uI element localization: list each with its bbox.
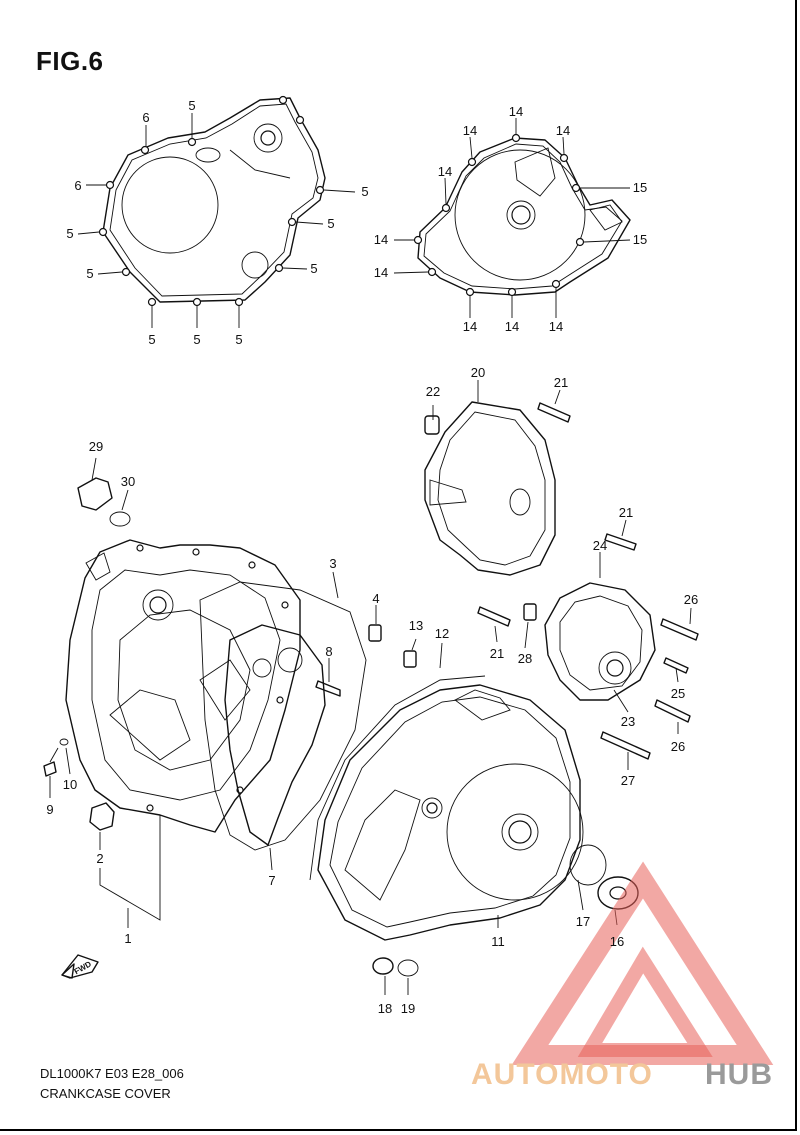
generator-cover-11 [309,650,639,977]
model-code: DL1000K7 E03 E28_006 [40,1066,184,1081]
callout-4: 4 [372,591,379,606]
callout-25: 25 [671,686,685,701]
fwd-arrow: FWD [61,954,99,979]
callout-23: 23 [621,714,635,729]
callout-21: 21 [490,646,504,661]
fwd-label: FWD [73,959,93,976]
callout-5: 5 [66,226,73,241]
callout-17: 17 [576,914,590,929]
callout-14: 14 [463,123,477,138]
callout-26: 26 [684,592,698,607]
callout-13: 13 [409,618,423,633]
callout-14: 14 [556,123,570,138]
callout-21: 21 [554,375,568,390]
left-cover-gasket [77,95,356,328]
callout-5: 5 [327,216,334,231]
callout-6: 6 [142,110,149,125]
callout-16: 16 [610,934,624,949]
callout-18: 18 [378,1001,392,1016]
callout-14: 14 [549,319,563,334]
callout-14: 14 [374,265,388,280]
callout-5: 5 [310,261,317,276]
callout-14: 14 [374,232,388,247]
callout-22: 22 [426,384,440,399]
crankcase-cover-assembly [43,477,382,851]
callout-15: 15 [633,232,647,247]
callout-30: 30 [121,474,135,489]
callout-20: 20 [471,365,485,380]
callout-3: 3 [329,556,336,571]
callout-5: 5 [86,266,93,281]
figure-title: FIG.6 [36,46,104,76]
callout-11: 11 [491,934,505,949]
watermark-text-hub: HUB [705,1058,773,1091]
callout-7: 7 [268,873,275,888]
callout-29: 29 [89,439,103,454]
callout-24: 24 [593,538,607,553]
callout-14: 14 [505,319,519,334]
callout-12: 12 [435,626,449,641]
watermark-logo [511,861,774,1065]
callout-9: 9 [46,802,53,817]
callout-6: 6 [74,178,81,193]
callout-1: 1 [124,931,131,946]
callout-14: 14 [509,104,523,119]
callout-5: 5 [235,332,242,347]
callout-28: 28 [518,651,532,666]
callout-14: 14 [463,319,477,334]
callout-5: 5 [193,332,200,347]
callout-21: 21 [619,505,633,520]
upper-covers [424,401,699,760]
callout-26: 26 [671,739,685,754]
part-callouts: 1 2 3 4 7 8 9 10 11 12 13 16 17 18 19 20… [46,365,698,1016]
callout-10: 10 [63,777,77,792]
leader-lines [49,380,692,995]
callout-2: 2 [96,851,103,866]
callout-5: 5 [148,332,155,347]
callout-5: 5 [361,184,368,199]
left-gasket-callouts: 5 6 6 5 5 5 5 5 5 5 5 [66,98,368,347]
callout-27: 27 [621,773,635,788]
right-gasket-callouts: 14 14 14 14 15 14 14 15 14 14 14 [374,104,647,334]
callout-5: 5 [188,98,195,113]
watermark-text-main: AUTOMOTO [471,1058,653,1091]
callout-19: 19 [401,1001,415,1016]
right-cover-gasket [393,118,631,318]
callout-14: 14 [438,164,452,179]
section-name: CRANKCASE COVER [40,1086,171,1101]
callout-8: 8 [325,644,332,659]
callout-15: 15 [633,180,647,195]
